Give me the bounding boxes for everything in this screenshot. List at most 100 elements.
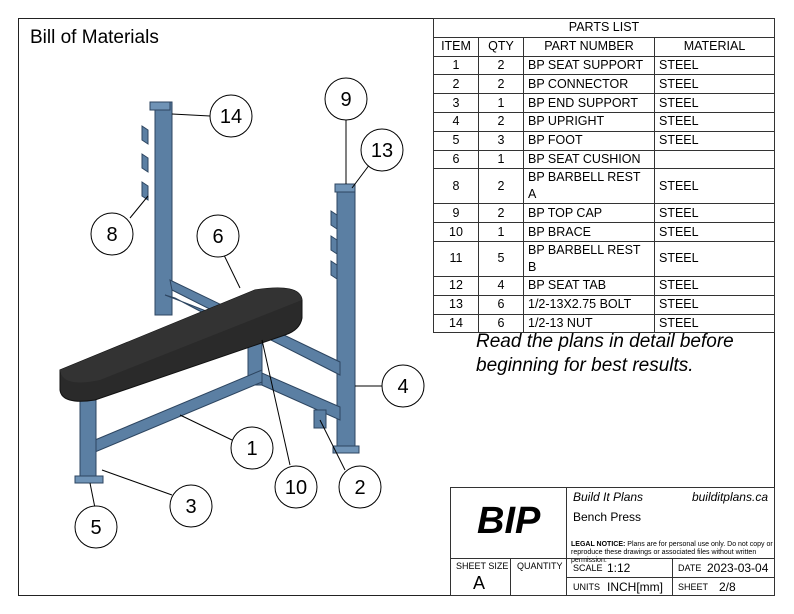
cell-qty: 3 [478, 130, 524, 151]
bench-frame [74, 101, 360, 484]
cell-material: STEEL [654, 240, 775, 277]
date-value: 2023-03-04 [707, 561, 769, 575]
cell-item: 8 [433, 168, 479, 205]
cell-qty: 4 [478, 275, 524, 296]
website: builditplans.ca [691, 490, 768, 504]
quantity-label: QUANTITY [517, 561, 563, 571]
cell-part-number: BP BARBELL REST A [523, 168, 655, 205]
balloon-8: 8 [106, 224, 117, 246]
cell-material: STEEL [654, 93, 775, 113]
cell-qty: 2 [478, 74, 524, 95]
units-value: INCH[mm] [607, 580, 663, 594]
cell-item: 14 [433, 313, 479, 334]
scale-cell: SCALE 1:12 [566, 558, 673, 578]
date-cell: DATE 2023-03-04 [672, 558, 775, 578]
balloon-2: 2 [354, 477, 365, 499]
cell-item: 13 [433, 294, 479, 315]
sheet-size-value: A [473, 573, 486, 593]
scale-value: 1:12 [607, 561, 631, 575]
drawing-sheet-border [18, 18, 775, 596]
date-label: DATE [678, 563, 702, 573]
parts-list-caption: PARTS LIST [433, 18, 775, 38]
sheet-value: 2/8 [719, 580, 736, 594]
cell-material: STEEL [654, 168, 775, 205]
cell-part-number: BP BARBELL REST B [523, 240, 655, 277]
cell-qty: 1 [478, 93, 524, 113]
cell-item: 6 [433, 149, 479, 170]
legal-notice: LEGAL NOTICE: Plans are for personal use… [571, 541, 776, 565]
logo: BIP [477, 500, 541, 542]
cell-item: 10 [433, 222, 479, 242]
col-header-item: ITEM [433, 36, 479, 57]
balloon-13: 13 [371, 140, 393, 162]
cell-part-number: BP CONNECTOR [523, 74, 655, 95]
sheet-label: SHEET [678, 582, 709, 592]
balloon-labels: 14 9 13 8 6 4 1 2 3 10 5 [90, 89, 408, 539]
note-line-1: Read the plans in detail before [476, 331, 734, 352]
cell-item: 2 [433, 74, 479, 95]
cell-material: STEEL [654, 313, 775, 334]
legal-line-1: Plans are for personal use only. Do not … [627, 541, 773, 548]
cell-qty: 2 [478, 55, 524, 76]
balloon-4: 4 [397, 376, 408, 398]
cell-part-number: BP UPRIGHT [523, 111, 655, 132]
seat-cushion [59, 287, 303, 402]
sheet-size-label: SHEET SIZE [456, 561, 509, 571]
cell-qty: 1 [478, 149, 524, 170]
quantity-cell: QUANTITY [510, 558, 567, 596]
parts-list-table: PARTS LIST ITEM QTY PART NUMBER MATERIAL… [433, 18, 775, 334]
cell-item: 12 [433, 275, 479, 296]
col-header-material: MATERIAL [654, 36, 775, 57]
left-upright [154, 101, 173, 316]
col-header-part-number: PART NUMBER [523, 36, 655, 57]
cell-material: STEEL [654, 74, 775, 95]
balloon-10: 10 [285, 477, 307, 499]
cell-part-number: BP END SUPPORT [523, 93, 655, 113]
cell-material: STEEL [654, 130, 775, 151]
logo-cell: BIP [450, 487, 567, 559]
cell-part-number: 1/2-13 NUT [523, 313, 655, 334]
scale-label: SCALE [573, 563, 603, 573]
cell-part-number: BP SEAT CUSHION [523, 149, 655, 170]
legal-line-2: reproduce these drawings or associated f… [571, 549, 757, 564]
cell-material [654, 149, 775, 170]
sheet-size-cell: SHEET SIZE A [450, 558, 511, 596]
cell-part-number: BP FOOT [523, 130, 655, 151]
balloons [74, 77, 425, 549]
balloon-3: 3 [185, 496, 196, 518]
cell-qty: 2 [478, 168, 524, 205]
cell-item: 5 [433, 130, 479, 151]
legal-label: LEGAL NOTICE: [571, 541, 626, 548]
balloon-5: 5 [90, 517, 101, 539]
cell-qty: 5 [478, 240, 524, 277]
cell-part-number: BP TOP CAP [523, 203, 655, 224]
balloon-6: 6 [212, 226, 223, 248]
balloon-14: 14 [220, 106, 242, 128]
front-leg [79, 394, 97, 481]
col-header-qty: QTY [478, 36, 524, 57]
units-cell: UNITS INCH[mm] [566, 577, 673, 596]
balloon-9: 9 [340, 89, 351, 111]
leader-lines [89, 113, 382, 509]
balloon-1: 1 [246, 438, 257, 460]
note-line-2: beginning for best results. [476, 355, 694, 376]
cell-part-number: BP SEAT TAB [523, 275, 655, 296]
cell-part-number: BP SEAT SUPPORT [523, 55, 655, 76]
cell-qty: 6 [478, 313, 524, 334]
cell-material: STEEL [654, 294, 775, 315]
cell-material: STEEL [654, 111, 775, 132]
